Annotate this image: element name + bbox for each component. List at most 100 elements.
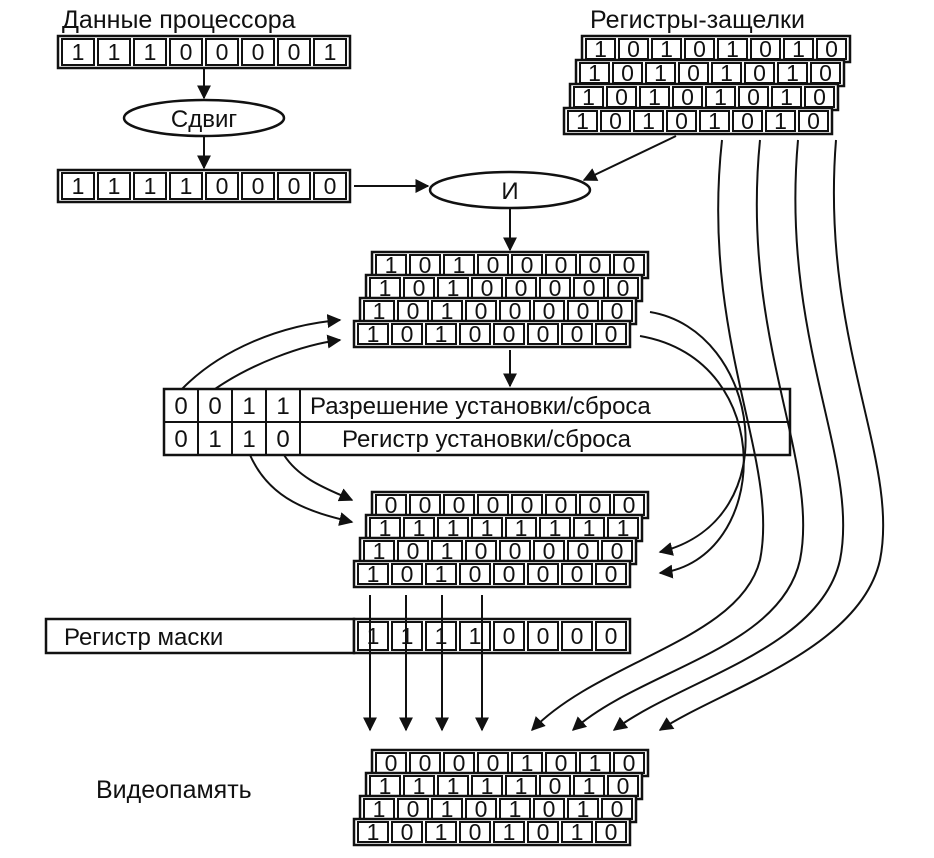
cpu-data-title: Данные процессора [62, 6, 296, 34]
bit-value: 0 [252, 173, 265, 199]
bit-value: 1 [379, 275, 392, 301]
bit-value: 1 [385, 252, 398, 278]
bit-value: 1 [447, 275, 460, 301]
bit-value: 1 [720, 60, 733, 86]
bit-value: 0 [623, 750, 636, 776]
enable-set-reset-bit: 0 [174, 393, 187, 420]
bit-cell [241, 172, 275, 200]
bit-value: 1 [373, 538, 386, 564]
bit-value: 1 [582, 84, 595, 110]
bit-value: 1 [576, 108, 589, 134]
bit-cell [205, 172, 239, 200]
bit-value: 0 [537, 561, 550, 587]
bit-cell [391, 821, 423, 843]
bit-cell [699, 110, 730, 132]
bit-value: 1 [367, 321, 380, 347]
arrow-latch-bit-5 [531, 139, 765, 732]
bit-value: 0 [605, 321, 618, 347]
bit-value: 1 [786, 60, 799, 86]
bit-value: 0 [819, 60, 832, 86]
bit-cell [527, 821, 559, 843]
bit-value: 0 [555, 492, 568, 518]
bit-value: 0 [583, 275, 596, 301]
bit-cell [391, 563, 423, 585]
bit-cell [527, 323, 559, 345]
arrow-latch-bit-6 [571, 139, 805, 731]
bit-value: 1 [373, 298, 386, 324]
bit-value: 1 [469, 623, 482, 649]
bit-cell [595, 821, 627, 843]
bit-value: 1 [379, 773, 392, 799]
bit-cell [357, 621, 389, 651]
bit-cell [61, 38, 95, 66]
arrow-panel-to-plane-4 [283, 454, 354, 502]
bit-cell [61, 172, 95, 200]
bit-value: 0 [419, 492, 432, 518]
bit-value: 1 [413, 515, 426, 541]
bit-value: 1 [509, 796, 522, 822]
bit-value: 1 [367, 819, 380, 845]
bit-value: 1 [441, 298, 454, 324]
bit-cell [666, 110, 697, 132]
bit-value: 1 [108, 39, 121, 65]
latches-title: Регистры-защелки [590, 6, 805, 34]
bit-value: 1 [521, 750, 534, 776]
set-reset-bit: 1 [242, 426, 255, 453]
bit-value: 1 [108, 173, 121, 199]
bit-value: 0 [515, 275, 528, 301]
bit-value: 1 [726, 36, 739, 62]
and-node: И [428, 170, 592, 210]
bit-value: 1 [774, 108, 787, 134]
bit-cell [205, 38, 239, 66]
bit-value: 0 [537, 623, 550, 649]
bit-value: 1 [594, 36, 607, 62]
bit-value: 1 [503, 819, 516, 845]
enable-set-reset-bit: 0 [208, 393, 221, 420]
bit-value: 0 [571, 561, 584, 587]
bit-cell [561, 821, 593, 843]
video-memory-title: Видеопамять [96, 776, 252, 804]
arrow-result-to-plane-4 [639, 335, 745, 579]
bit-value: 0 [475, 538, 488, 564]
bit-cell [133, 38, 167, 66]
bit-value: 0 [469, 321, 482, 347]
shift-node: Сдвиг [122, 98, 286, 138]
bit-cell [169, 38, 203, 66]
bit-value: 1 [588, 60, 601, 86]
enable-set-reset-bit: 1 [276, 393, 289, 420]
bit-value: 0 [401, 561, 414, 587]
bit-value: 0 [288, 173, 301, 199]
arrow-latches-to-and [582, 135, 677, 181]
bit-value: 0 [687, 60, 700, 86]
bit-value: 0 [537, 819, 550, 845]
arrow-panel-to-plane-2 [214, 334, 342, 390]
bit-cell [241, 38, 275, 66]
bit-value: 0 [503, 321, 516, 347]
bit-value: 0 [741, 108, 754, 134]
bit-cell [595, 621, 627, 651]
bit-value: 0 [605, 623, 618, 649]
bit-value: 0 [469, 561, 482, 587]
bit-value: 0 [509, 298, 522, 324]
bit-value: 0 [617, 275, 630, 301]
bit-value: 1 [654, 60, 667, 86]
bit-value: 0 [753, 60, 766, 86]
set-reset-bit: 0 [174, 426, 187, 453]
shift-label: Сдвиг [171, 106, 237, 133]
bit-value: 0 [543, 796, 556, 822]
bit-cell [493, 323, 525, 345]
bit-value: 1 [577, 796, 590, 822]
bit-cell [277, 38, 311, 66]
bit-value: 0 [324, 173, 337, 199]
bit-value: 0 [521, 492, 534, 518]
bit-value: 1 [324, 39, 337, 65]
bit-value: 1 [589, 750, 602, 776]
enable-set-reset-bit: 1 [242, 393, 255, 420]
